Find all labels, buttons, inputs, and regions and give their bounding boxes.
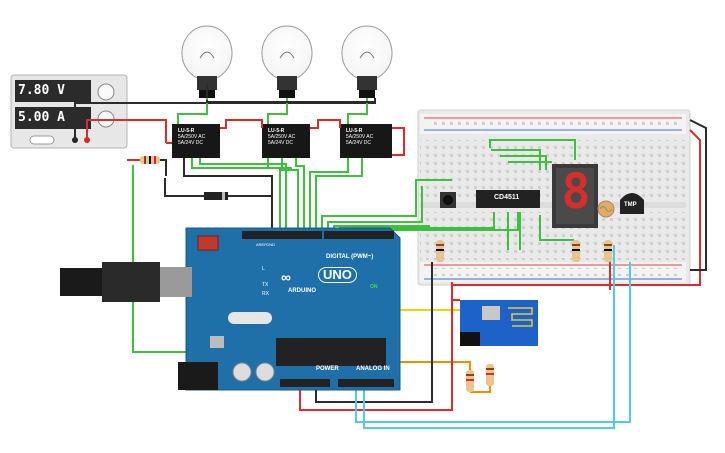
arduino-logo-glyph: ∞ [281, 269, 291, 285]
resistor-bb-3 [604, 240, 612, 262]
reset-button[interactable] [197, 235, 219, 251]
ic-label: CD4511 [494, 194, 520, 201]
power-supply [10, 74, 128, 149]
pushbutton[interactable] [440, 192, 456, 208]
l-led-label: L [262, 266, 265, 272]
gnd-label: GND [266, 242, 275, 247]
resistor-bb-1 [436, 240, 444, 262]
relay-3-name: LU-5-R [346, 128, 363, 134]
current-display: 5.00 A [18, 110, 65, 125]
uno-logo: UNO [318, 267, 357, 283]
relay-1 [172, 124, 220, 158]
on-led-label: ON [370, 284, 378, 290]
temp-sensor-label: TMP [624, 202, 637, 208]
digital-label: DIGITAL (PWM~) [326, 254, 374, 260]
usb-cable [60, 262, 192, 302]
bulb-2 [261, 25, 313, 98]
voltage-display: 7.80 V [18, 83, 65, 98]
relay-1-spec2: 5A/24V DC [178, 140, 204, 146]
temperature-sensor [620, 193, 644, 214]
relay-1-name: LU-5-R [178, 128, 195, 134]
relay-1-spec1: 5A/250V AC [178, 134, 206, 140]
resistor-esp-1 [466, 370, 474, 392]
arduino-board: ∞ [178, 227, 401, 391]
analog-label: ANALOG IN [356, 366, 390, 372]
resistor-supply [140, 156, 160, 164]
seven-segment-display [552, 164, 598, 228]
relay-2-spec2: 5A/24V DC [268, 140, 294, 146]
arduino-brand: ARDUINO [288, 288, 316, 294]
relay-3-spec1: 5A/250V AC [346, 134, 374, 140]
diode [204, 192, 228, 200]
bulb-3 [341, 25, 393, 98]
relay-2 [262, 124, 310, 158]
tx-label: TX [262, 282, 269, 288]
seven-segment-digit: 8 [561, 164, 591, 220]
ic-cd4511 [476, 190, 540, 208]
power-label: POWER [316, 366, 339, 372]
esp8266-module [460, 300, 538, 346]
relay-2-name: LU-5-R [268, 128, 285, 134]
resistor-bb-2 [572, 240, 580, 262]
relay-1-label: LU-5-R 5A/250V AC 5A/24V DC [178, 128, 205, 146]
rx-label: RX [262, 291, 269, 297]
relay-3-spec2: 5A/24V DC [346, 140, 372, 146]
resistor-esp-2 [486, 364, 494, 386]
relay-3 [340, 124, 392, 158]
relay-3-label: LU-5-R 5A/250V AC 5A/24V DC [346, 128, 373, 146]
relay-2-label: LU-5-R 5A/250V AC 5A/24V DC [268, 128, 295, 146]
aref-label: AREF [256, 242, 267, 247]
relay-2-spec1: 5A/250V AC [268, 134, 296, 140]
photoresistor [597, 200, 615, 218]
